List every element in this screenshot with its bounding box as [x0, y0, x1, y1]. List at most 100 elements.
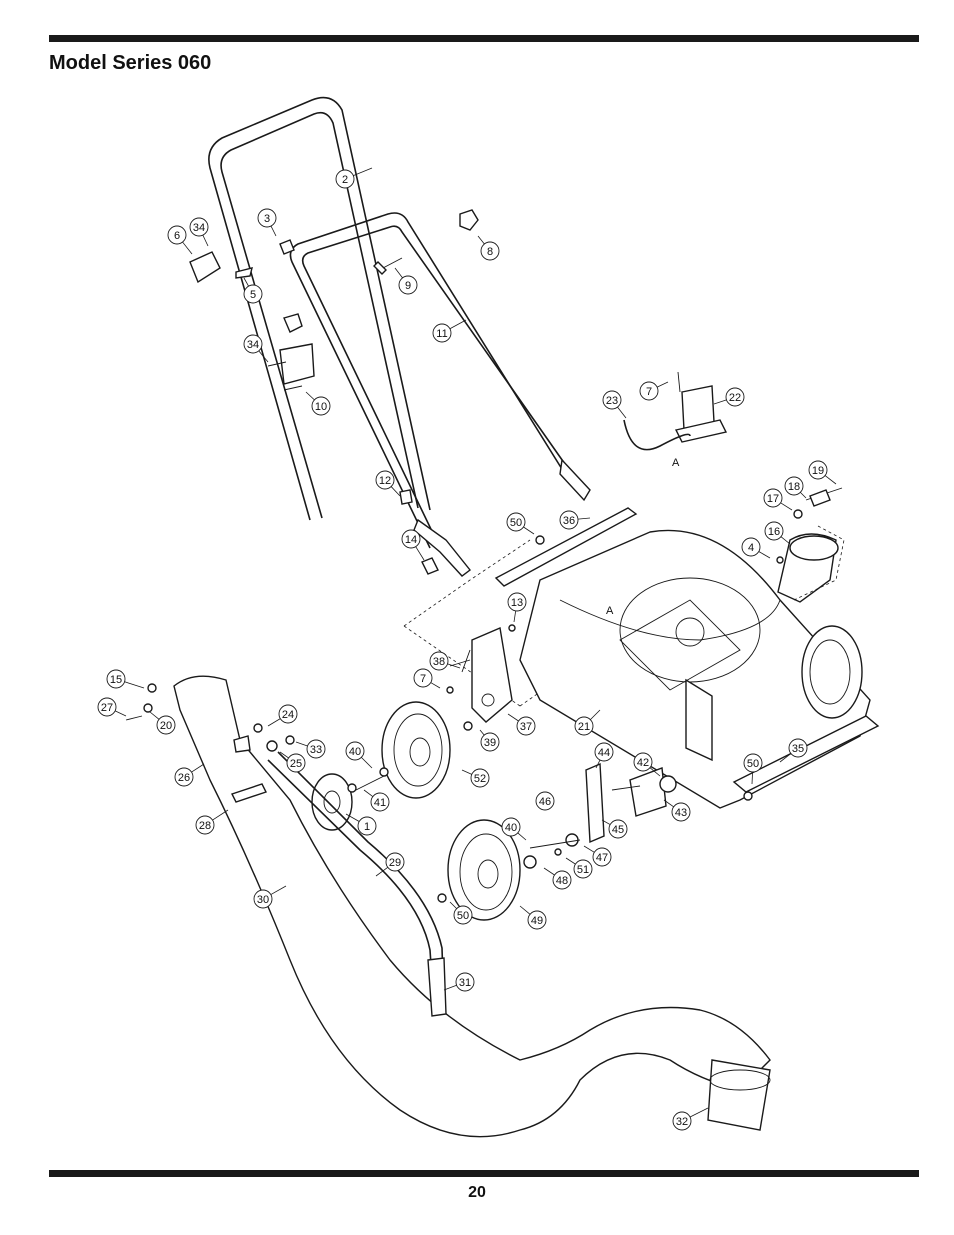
page-number: 20: [468, 1184, 486, 1201]
callout-c30: 30: [253, 885, 287, 909]
callout-circle: [788, 738, 808, 758]
callout-label: 40: [349, 746, 361, 758]
reference-label-a: A: [606, 605, 614, 617]
callout-label: 7: [420, 673, 426, 685]
callout-c44: 44: [594, 742, 614, 769]
callout-c8: 8: [477, 235, 500, 261]
handle-hardware: [189, 209, 479, 575]
callout-label: 50: [747, 758, 759, 770]
callout-c49: 49: [519, 905, 547, 930]
callout-circle: [725, 387, 745, 407]
callout-c43: 43: [663, 799, 691, 822]
callout-label: 51: [577, 864, 589, 876]
callout-label: 40: [505, 822, 517, 834]
callout-c11: 11: [432, 319, 467, 343]
callout-label: 52: [474, 773, 486, 785]
callout-circle: [429, 651, 449, 671]
callout-leader: [479, 729, 485, 736]
callout-label: 48: [556, 875, 568, 887]
callout-leader: [363, 789, 374, 797]
callout-leader: [394, 267, 403, 279]
callout-circle: [535, 791, 555, 811]
callout-leader: [461, 769, 472, 775]
callout-circle: [106, 669, 126, 689]
callout-c27: 27: [97, 697, 127, 717]
callout-circle: [306, 739, 326, 759]
callout-c22: 22: [713, 387, 745, 407]
wheel-bracket: [449, 627, 513, 723]
callout-label: 30: [257, 894, 269, 906]
callout-circle: [455, 972, 475, 992]
height-adjuster: [523, 762, 677, 869]
callout-circle: [311, 396, 331, 416]
callout-c13: 13: [507, 592, 527, 623]
callout-label: 33: [310, 744, 322, 756]
callout-leader: [824, 475, 837, 485]
callout-c52: 52: [461, 768, 490, 788]
callout-circle: [574, 716, 594, 736]
top-rule: [49, 35, 919, 42]
callout-circle: [480, 241, 500, 261]
callout-label: 34: [193, 222, 205, 234]
callout-label: 14: [405, 534, 417, 546]
callout-leader: [523, 526, 535, 535]
callout-c9: 9: [394, 267, 418, 295]
callout-circle: [552, 870, 572, 890]
callout-c28: 28: [195, 809, 229, 835]
callout-label: 13: [511, 597, 523, 609]
callout-label: 27: [101, 702, 113, 714]
callout-leader: [212, 809, 229, 821]
callout-circle: [602, 390, 622, 410]
callout-leader: [430, 682, 441, 689]
callout-circle: [592, 847, 612, 867]
callout-circle: [432, 323, 452, 343]
bottom-rule: [49, 1170, 919, 1177]
callout-circle: [559, 510, 579, 530]
reference-label-a: A: [672, 457, 680, 469]
callout-label: 6: [174, 230, 180, 242]
callout-leader: [361, 757, 373, 769]
callout-circle: [167, 225, 187, 245]
callout-leader: [649, 767, 661, 777]
callout-c7b: 7: [413, 668, 441, 689]
callout-label: 7: [646, 386, 652, 398]
callout-leader: [449, 319, 467, 330]
callout-circle: [763, 488, 783, 508]
callout-leader: [713, 399, 727, 405]
callout-leader: [258, 350, 269, 363]
callout-leader: [513, 610, 517, 623]
callout-c41: 41: [363, 789, 390, 812]
callout-circle: [784, 476, 804, 496]
callout-circle: [401, 529, 421, 549]
callout-leader: [345, 813, 360, 822]
callout-circle: [741, 537, 761, 557]
callout-c50b: 50: [743, 753, 763, 785]
callout-leader: [519, 905, 531, 915]
callout-c46: 46: [535, 791, 555, 811]
callout-leader: [353, 167, 373, 176]
callout-label: 35: [792, 743, 804, 755]
callout-c21: 21: [574, 709, 601, 736]
hose-handle: [231, 751, 447, 1017]
callout-c14: 14: [401, 529, 425, 561]
callout-circle: [195, 815, 215, 835]
callout-circle: [808, 460, 828, 480]
callout-label: 11: [436, 328, 447, 340]
callout-c42: 42: [633, 752, 661, 777]
callout-label: 4: [748, 542, 754, 554]
callout-leader: [449, 901, 457, 909]
callout-c39: 39: [479, 729, 500, 752]
callout-leader: [751, 771, 753, 785]
page-title: Model Series 060: [49, 52, 212, 74]
spring-bolt-assembly: [793, 487, 843, 519]
callout-circle: [278, 704, 298, 724]
callout-label: 47: [596, 852, 608, 864]
callout-circle: [385, 852, 405, 872]
callout-c18: 18: [784, 476, 807, 499]
callout-circle: [594, 742, 614, 762]
callout-c6: 6: [167, 225, 193, 255]
callout-circle: [375, 470, 395, 490]
callout-leader: [507, 713, 519, 722]
callout-leader: [375, 867, 388, 877]
rear-wheel-right: [801, 625, 863, 719]
